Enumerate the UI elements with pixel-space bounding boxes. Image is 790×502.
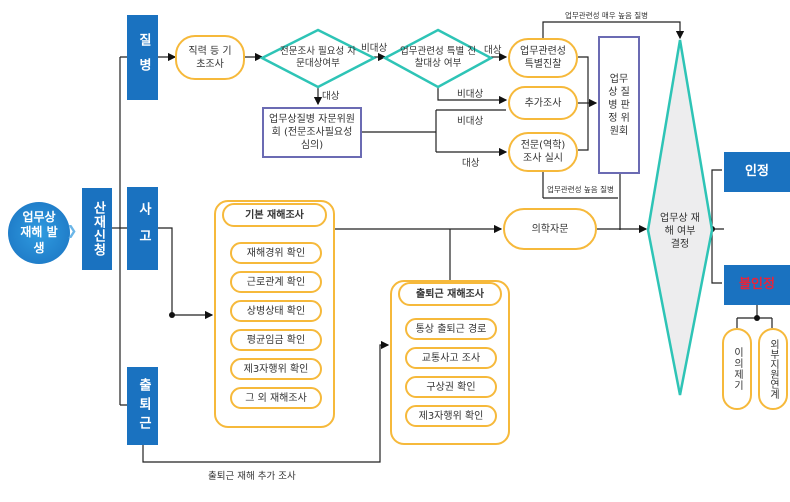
label-non-target: 비대상	[361, 43, 388, 54]
survey-item: 그 외 재해조사	[230, 387, 322, 409]
external-support-node: 외부지원연계	[758, 328, 788, 410]
medical-advice-node: 의학자문	[503, 208, 597, 250]
final-decision-label: 업무상 재해 여부 결정	[660, 212, 700, 250]
label-very-high: 업무관련성 매우 높음 질병	[565, 11, 649, 20]
start-circle: 업무상 재해 발생	[8, 202, 70, 264]
label-target: 대상	[462, 158, 480, 169]
special-exam-node: 업무관련성 특별진찰	[508, 38, 578, 78]
survey-item: 교통사고 조사	[405, 347, 497, 369]
extra-survey-node: 추가조사	[508, 86, 578, 120]
basic-survey-node: 직력 등 기초조사	[175, 35, 245, 80]
survey-item: 평균임금 확인	[230, 329, 322, 351]
survey-item: 근로관계 확인	[230, 271, 322, 293]
label-non-target: 비대상	[457, 89, 484, 100]
survey-item: 통상 출퇴근 경로	[405, 318, 497, 340]
survey-item: 제3자행위 확인	[405, 405, 497, 427]
approved-box: 인정	[724, 152, 790, 192]
objection-node: 이의제기	[722, 328, 752, 410]
decision-1-label: 전문조사 필요성 자문대상여부	[280, 45, 356, 69]
chevron-right-icon: ❯	[66, 223, 78, 239]
decision-diamond-1	[259, 28, 377, 89]
apply-box: 산재신청	[82, 188, 112, 270]
label-target: 대상	[484, 45, 502, 56]
survey-item: 제3자행위 확인	[230, 358, 322, 380]
label-non-target: 비대상	[457, 116, 484, 127]
commute-extra-label: 출퇴근 재해 추가 조사	[208, 471, 296, 482]
final-decision-diamond	[646, 39, 714, 396]
basic-group-title: 기본 재해조사	[222, 203, 327, 227]
expert-survey-node: 전문(역학) 조사 실시	[508, 132, 578, 172]
category-commute: 출퇴근	[127, 367, 158, 445]
survey-item: 재해경위 확인	[230, 242, 322, 264]
decision-diamond-2	[382, 28, 494, 89]
category-accident: 사고	[127, 187, 158, 270]
commute-group-title: 출퇴근 재해조사	[398, 282, 502, 306]
rejected-label: 불인정	[739, 276, 775, 292]
survey-item: 상병상태 확인	[230, 300, 322, 322]
rejected-box: 불인정	[724, 265, 790, 305]
advisory-committee-node: 업무상질병 자문위원회 (전문조사필요성심의)	[262, 107, 362, 158]
judgment-committee-node: 업무상 질병 판정 위원회	[598, 36, 640, 174]
decision-2-label: 업무관련성 특별 진찰대상 여부	[400, 45, 476, 69]
label-high: 업무관련성 높음 질병	[547, 185, 614, 194]
category-disease: 질병	[127, 15, 158, 100]
survey-item: 구상권 확인	[405, 376, 497, 398]
label-target: 대상	[322, 91, 340, 102]
start-label: 업무상 재해 발생	[20, 209, 58, 255]
